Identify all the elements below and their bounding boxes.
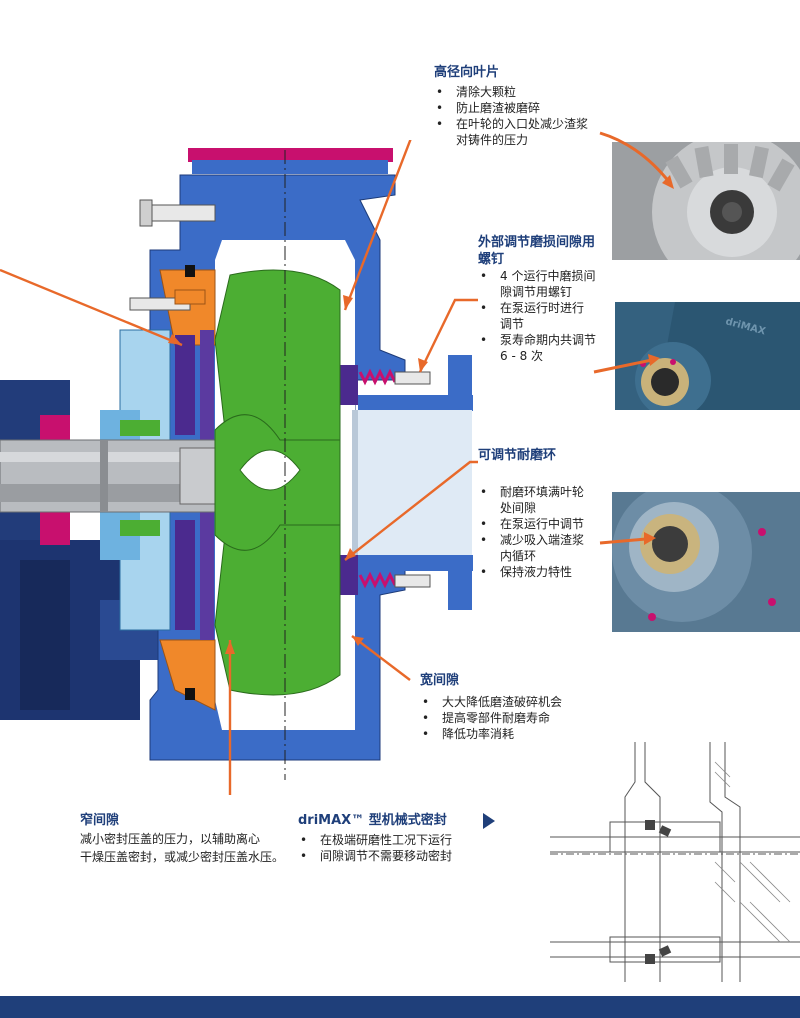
list-item: 清除大颗粒 xyxy=(434,84,624,100)
list-item: 4 个运行中磨损间 隙调节用螺钉 xyxy=(478,268,618,300)
high-vane-title: 高径向叶片 xyxy=(434,65,500,80)
arrow-to-screw-photo xyxy=(593,354,660,374)
external-screw-list: 4 个运行中磨损间 隙调节用螺钉 在泵运行时进行 调节 泵寿命期内共调节 6 -… xyxy=(478,268,618,364)
list-item: 间隙调节不需要移动密封 xyxy=(298,848,498,864)
list-item: 在泵运行时进行 调节 xyxy=(478,300,618,332)
list-item: 在叶轮的入口处减少渣浆 对铸件的压力 xyxy=(434,116,624,148)
pump-cross-section-diagram xyxy=(0,140,478,795)
list-item: 在泵运行中调节 xyxy=(478,516,618,532)
external-screw-title: 外部调节磨损间隙用 螺钉 xyxy=(478,235,596,267)
triangle-pointer-icon xyxy=(483,813,495,829)
arrow-to-vane-photo xyxy=(599,131,674,189)
adjust-screw-photo: driMAX xyxy=(615,302,800,410)
list-item: 防止磨渣被磨碎 xyxy=(434,100,624,116)
footer-bar xyxy=(0,996,800,1018)
wear-ring-title: 可调节耐磨环 xyxy=(478,448,557,463)
narrow-gap-title: 窄间隙 xyxy=(80,813,120,828)
impeller-vane-photo xyxy=(612,142,800,260)
drimax-seal-list: 在极端研磨性工况下运行 间隙调节不需要移动密封 xyxy=(298,832,498,864)
list-item: 降低功率消耗 xyxy=(420,726,640,742)
narrow-gap-text: 减小密封压盖的压力，以辅助离心 干燥压盖密封，或减少密封压盖水压。 xyxy=(80,832,285,864)
mechanical-seal-drawing xyxy=(550,742,800,982)
arrow-to-ring-photo xyxy=(599,532,656,545)
wear-ring-photo xyxy=(612,492,800,632)
drimax-seal-title: driMAX™ 型机械式密封 xyxy=(298,813,447,828)
high-vane-list: 清除大颗粒 防止磨渣被磨碎 在叶轮的入口处减少渣浆 对铸件的压力 xyxy=(434,84,624,148)
list-item: 提高零部件耐磨寿命 xyxy=(420,710,640,726)
wear-ring-list: 耐磨环填满叶轮 处间隙 在泵运行中调节 减少吸入端渣浆 内循环 保持液力特性 xyxy=(478,484,618,580)
wide-gap-title: 宽间隙 xyxy=(420,673,460,688)
wide-gap-list: 大大降低磨渣破碎机会 提高零部件耐磨寿命 降低功率消耗 xyxy=(420,694,640,742)
list-item: 在极端研磨性工况下运行 xyxy=(298,832,498,848)
list-item: 耐磨环填满叶轮 处间隙 xyxy=(478,484,618,516)
list-item: 大大降低磨渣破碎机会 xyxy=(420,694,640,710)
list-item: 保持液力特性 xyxy=(478,564,618,580)
list-item: 减少吸入端渣浆 内循环 xyxy=(478,532,618,564)
list-item: 泵寿命期内共调节 6 - 8 次 xyxy=(478,332,618,364)
